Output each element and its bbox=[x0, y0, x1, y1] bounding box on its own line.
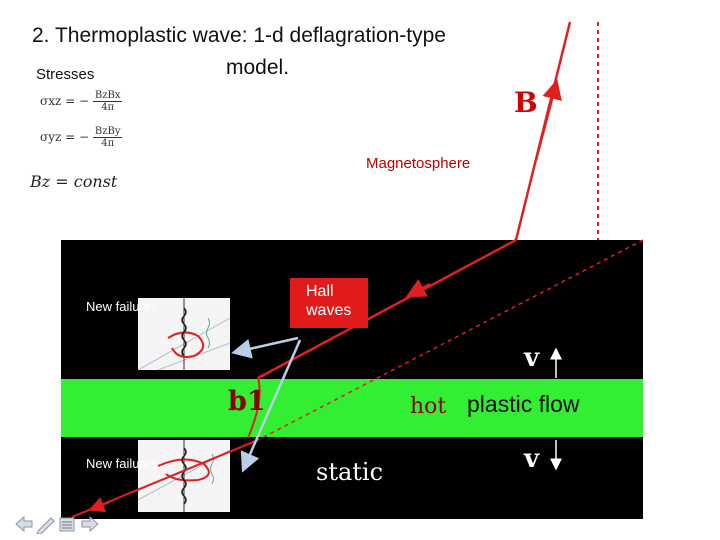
forward-arrow-icon[interactable] bbox=[81, 515, 99, 533]
slide-title-line1: 2. Thermoplastic wave: 1-d deflagration-… bbox=[32, 24, 446, 47]
slide-title-line2: model. bbox=[226, 56, 290, 79]
back-arrow-icon[interactable] bbox=[15, 515, 33, 533]
velocity-label-top: v bbox=[524, 343, 540, 373]
hot-label: hot bbox=[410, 394, 447, 419]
equation-sigma-xz-lhs: σxz = − bbox=[40, 94, 90, 108]
field-arrow-upper bbox=[534, 79, 562, 161]
slide-nav-icons bbox=[15, 515, 99, 535]
equation-sigma-yz-fraction: BzBy 4π bbox=[92, 126, 123, 149]
equation-sigma-yz-lhs: σyz = − bbox=[40, 130, 90, 144]
field-arrow-lower bbox=[405, 279, 431, 298]
magnetosphere-label: Magnetosphere bbox=[366, 155, 471, 172]
slide-navigation-bar bbox=[14, 514, 100, 535]
equation-sigma-yz: σyz = − BzBy 4π bbox=[40, 126, 123, 149]
b1-perturbation-curve bbox=[247, 377, 261, 439]
b1-label: b1 bbox=[228, 386, 266, 417]
stresses-label: Stresses bbox=[36, 66, 95, 83]
equation-sigma-xz-numerator: BzBx bbox=[92, 90, 123, 102]
new-failures-thumbnail-bottom bbox=[138, 440, 230, 512]
static-label: static bbox=[316, 458, 384, 486]
equation-sigma-yz-numerator: BzBy bbox=[92, 126, 123, 138]
menu-icon[interactable] bbox=[59, 517, 75, 532]
hall-arrow-to-top bbox=[231, 336, 299, 359]
equation-sigma-xz-fraction: BzBx 4π bbox=[92, 90, 123, 113]
plastic-flow-label: plastic flow bbox=[467, 391, 580, 417]
hot-plastic-band bbox=[61, 379, 643, 437]
hall-waves-label: Hall waves bbox=[290, 278, 368, 328]
field-b-label: B bbox=[514, 86, 538, 119]
velocity-label-bottom: v bbox=[524, 444, 540, 474]
failure-plot-bottom bbox=[138, 440, 230, 512]
field-line-lower bbox=[257, 238, 517, 380]
pen-icon[interactable] bbox=[36, 517, 55, 535]
new-failures-label-bottom: New failures bbox=[86, 456, 158, 471]
failure-plot-top bbox=[138, 298, 230, 370]
new-failures-thumbnail-top bbox=[138, 298, 230, 370]
equation-sigma-xz-denominator: 4π bbox=[101, 102, 115, 113]
field-arrow-bottom bbox=[88, 497, 111, 513]
new-failures-label-top: New failures bbox=[86, 299, 158, 314]
hall-arrow-to-bottom bbox=[240, 339, 302, 473]
equation-sigma-yz-denominator: 4π bbox=[101, 138, 115, 149]
dashed-field-line bbox=[257, 239, 644, 441]
equation-bz-const: Bz = const bbox=[30, 172, 118, 191]
equation-sigma-xz: σxz = − BzBx 4π bbox=[40, 90, 123, 113]
